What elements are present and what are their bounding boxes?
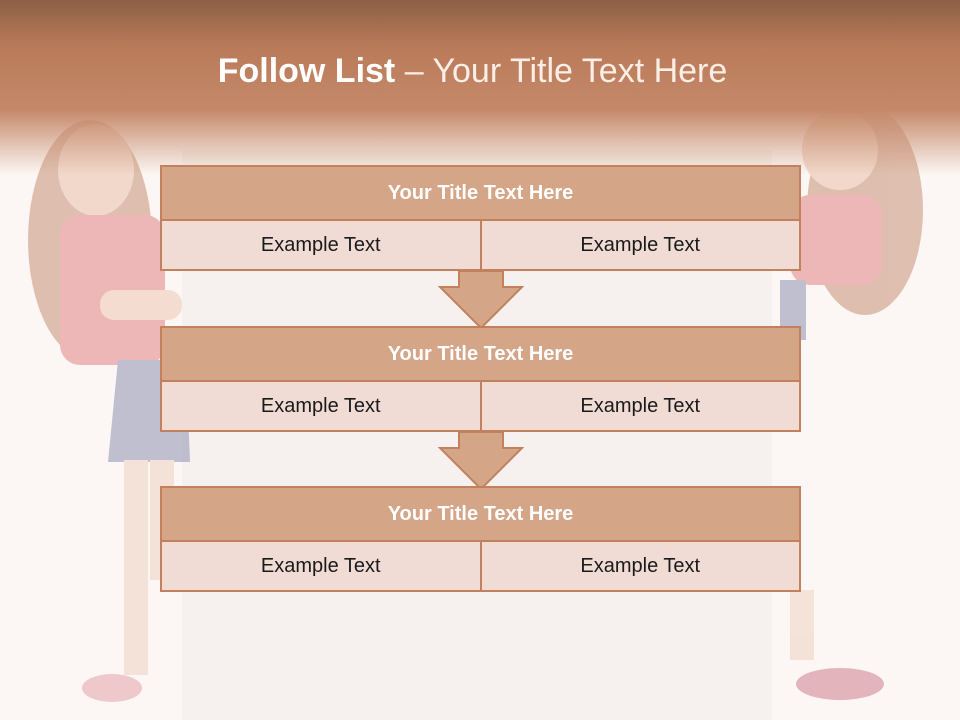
- down-arrow-icon: [438, 431, 524, 491]
- block-cell-right: Example Text: [481, 382, 801, 432]
- block-cell-left: Example Text: [160, 382, 482, 432]
- block-title: Your Title Text Here: [160, 326, 801, 382]
- block-title: Your Title Text Here: [160, 486, 801, 542]
- header-band: [0, 0, 960, 175]
- slide-title: Follow List – Your Title Text Here: [0, 52, 945, 91]
- down-arrow-icon: [438, 270, 524, 330]
- block-title: Your Title Text Here: [160, 165, 801, 221]
- list-block-1: Your Title Text Here Example Text Exampl…: [160, 165, 801, 271]
- block-cell-left: Example Text: [160, 542, 482, 592]
- block-cell-right: Example Text: [481, 221, 801, 271]
- block-cell-right: Example Text: [481, 542, 801, 592]
- slide-title-rest: – Your Title Text Here: [395, 52, 728, 90]
- list-block-2: Your Title Text Here Example Text Exampl…: [160, 326, 801, 432]
- block-row: Example Text Example Text: [160, 382, 801, 432]
- block-cell-left: Example Text: [160, 221, 482, 271]
- block-row: Example Text Example Text: [160, 542, 801, 592]
- slide-title-bold: Follow List: [217, 52, 396, 90]
- block-row: Example Text Example Text: [160, 221, 801, 271]
- list-block-3: Your Title Text Here Example Text Exampl…: [160, 486, 801, 592]
